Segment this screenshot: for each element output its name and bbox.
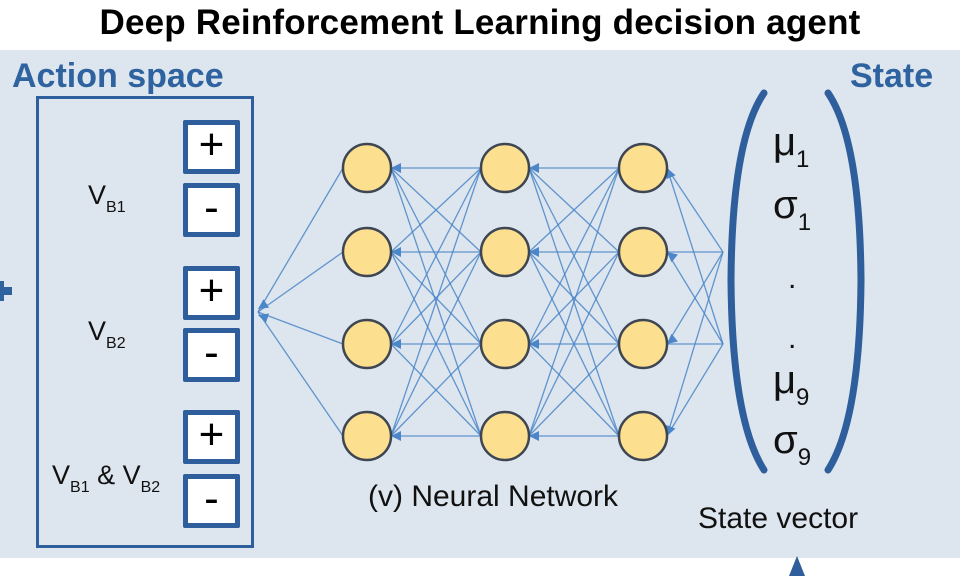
edge-l1-to-action — [257, 251, 344, 313]
edge-hidden — [390, 251, 482, 437]
neuron-l1-n2 — [341, 226, 393, 278]
action-label-vb1-vb2: VB1 & VB2 — [52, 460, 161, 496]
edge-l1-to-action — [257, 167, 344, 313]
edge-hidden — [390, 167, 482, 437]
arrowhead — [391, 163, 401, 173]
arrowhead — [258, 299, 270, 309]
neuron-l3-n3 — [617, 318, 669, 370]
neural-network-label: (v) Neural Network — [368, 480, 619, 513]
vb1-plus-button[interactable]: + — [183, 120, 240, 174]
edge-state-to-l3 — [666, 167, 724, 345]
arrowhead — [529, 163, 539, 173]
neuron-l3-n4 — [617, 410, 669, 462]
action-label-vb2: VB2 — [88, 316, 126, 352]
neuron-l2-n1 — [479, 142, 531, 194]
state-entry-mu9: μ9 — [773, 358, 810, 411]
action-label-vb1: VB1 — [88, 180, 126, 216]
arrowhead — [667, 333, 678, 344]
edge-state-to-l3 — [666, 343, 724, 437]
edge-l1-to-action — [257, 311, 344, 437]
arrowhead — [666, 168, 676, 180]
neuron-l1-n1 — [341, 142, 393, 194]
neuron-l3-n1 — [617, 142, 669, 194]
neuron-l2-n2 — [479, 226, 531, 278]
edge-hidden — [390, 343, 482, 437]
up-arrow-icon — [789, 556, 805, 576]
vb2-minus-button[interactable]: - — [183, 328, 240, 382]
edge-state-to-l3 — [666, 251, 724, 345]
edge-hidden — [528, 167, 620, 437]
neuron-l1-n3 — [341, 318, 393, 370]
edge-hidden — [528, 251, 620, 345]
edge-hidden — [528, 167, 620, 345]
arrowhead — [391, 431, 401, 441]
action-space-box — [36, 96, 254, 548]
arrowhead — [391, 339, 401, 349]
neuron-l2-n4 — [479, 410, 531, 462]
neuron-l3-n2 — [617, 226, 669, 278]
state-bracket-right — [824, 89, 865, 474]
arrowhead — [391, 247, 401, 257]
state-label: State — [850, 57, 934, 95]
edge-hidden — [528, 167, 620, 253]
state-entry-sigma9: σ9 — [773, 418, 812, 471]
state-entry-sigma1: σ1 — [773, 183, 812, 236]
neuron-l2-n3 — [479, 318, 531, 370]
state-entry-ellipsis-2: . — [788, 322, 797, 355]
diagram-title: Deep Reinforcement Learning decision age… — [99, 3, 861, 42]
arrowhead — [258, 313, 270, 323]
edge-l1-to-action — [257, 311, 344, 345]
arrowhead — [666, 424, 676, 436]
state-entry-mu1: μ1 — [773, 120, 810, 173]
arrowhead — [667, 252, 678, 263]
action-space-label: Action space — [12, 57, 224, 95]
state-vector-label: State vector — [698, 502, 859, 535]
edge-hidden — [528, 343, 620, 437]
vb1-minus-button[interactable]: - — [183, 183, 240, 237]
arrowhead — [529, 339, 539, 349]
both-minus-button[interactable]: - — [183, 474, 240, 528]
partial-plus-icon-stem — [0, 281, 4, 301]
state-bracket-left — [727, 89, 768, 474]
state-entry-ellipsis-1: . — [788, 262, 797, 295]
vb2-plus-button[interactable]: + — [183, 266, 240, 320]
both-plus-button[interactable]: + — [183, 410, 240, 464]
edge-state-to-l3 — [666, 167, 724, 253]
edge-hidden — [390, 167, 482, 253]
partial-plus-icon — [0, 287, 12, 295]
edge-hidden — [390, 251, 482, 345]
edge-hidden — [390, 167, 482, 345]
edge-hidden — [528, 251, 620, 437]
agent-panel — [0, 50, 960, 558]
neuron-l1-n4 — [341, 410, 393, 462]
arrowhead — [529, 431, 539, 441]
arrowhead — [529, 247, 539, 257]
